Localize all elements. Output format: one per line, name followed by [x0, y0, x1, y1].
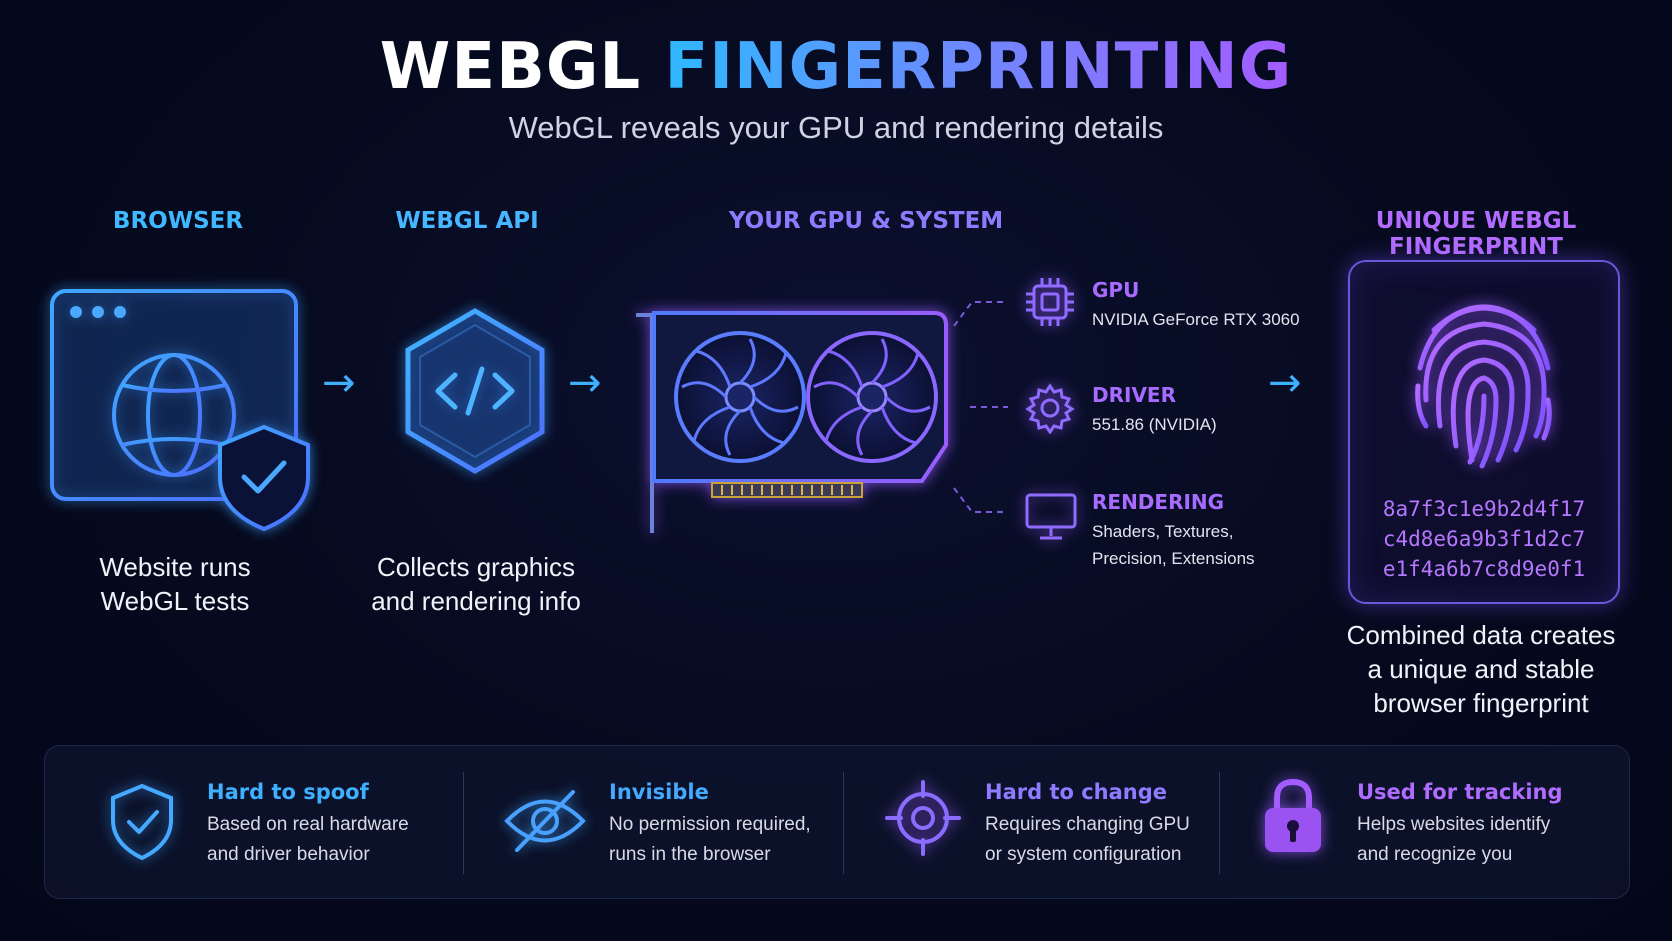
- browser-heading: BROWSER: [112, 208, 244, 234]
- spec-driver: DRIVER 551.86 (NVIDIA): [1092, 383, 1217, 434]
- flow-arrow-1: →: [322, 360, 356, 406]
- feature-invisible: Invisible No permission required, runs i…: [609, 780, 811, 865]
- divider: [1219, 772, 1220, 874]
- spec-connectors: [952, 290, 1010, 530]
- flow-arrow-2: →: [568, 360, 602, 406]
- fingerprint-hash: 8a7f3c1e9b2d4f17 c4d8e6a9b3f1d2c7 e1f4a6…: [1382, 497, 1586, 581]
- webgl-api-caption: Collects graphics and rendering info: [371, 552, 581, 616]
- code-hexagon-icon: [400, 305, 550, 477]
- shield-check-icon: [107, 782, 177, 861]
- feature-hard-to-spoof: Hard to spoof Based on real hardware and…: [207, 780, 409, 865]
- page-subtitle: WebGL reveals your GPU and rendering det…: [508, 110, 1164, 145]
- title-gradient-part: FINGERPRINTING: [664, 30, 1293, 104]
- crosshair-icon: [885, 780, 961, 856]
- globe-icon: [112, 353, 236, 477]
- features-bar: Hard to spoof Based on real hardware and…: [44, 745, 1630, 899]
- divider: [463, 772, 464, 874]
- spec-gpu: GPU NVIDIA GeForce RTX 3060: [1092, 278, 1300, 329]
- webgl-api-heading: WEBGL API: [395, 208, 539, 234]
- page-title: WEBGL FINGERPRINTING: [0, 30, 1672, 104]
- browser-window-icon: [46, 285, 326, 535]
- fingerprint-heading: UNIQUE WEBGL FINGERPRINT: [1375, 208, 1577, 260]
- fingerprint-caption: Combined data creates a unique and stabl…: [1346, 620, 1616, 718]
- gpu-system-heading: YOUR GPU & SYSTEM: [728, 208, 1004, 234]
- feature-hard-to-change: Hard to change Requires changing GPU or …: [985, 780, 1190, 865]
- title-white-part: WEBGL: [379, 30, 642, 104]
- gear-icon: [1024, 382, 1076, 435]
- browser-caption: Website runs WebGL tests: [99, 552, 251, 616]
- chip-icon: [1024, 276, 1076, 328]
- eye-off-icon: [503, 786, 587, 856]
- fingerprint-card: 8a7f3c1e9b2d4f17 c4d8e6a9b3f1d2c7 e1f4a6…: [1348, 260, 1620, 604]
- graphics-card-icon: [632, 305, 952, 535]
- monitor-icon: [1024, 490, 1078, 544]
- divider: [843, 772, 844, 874]
- shield-check-icon: [218, 424, 310, 532]
- flow-arrow-3: →: [1268, 360, 1302, 406]
- feature-used-for-tracking: Used for tracking Helps websites identif…: [1357, 780, 1563, 865]
- fingerprint-icon: [1404, 290, 1564, 470]
- lock-icon: [1261, 776, 1325, 856]
- spec-rendering: RENDERING Shaders, Textures, Precision, …: [1092, 490, 1255, 568]
